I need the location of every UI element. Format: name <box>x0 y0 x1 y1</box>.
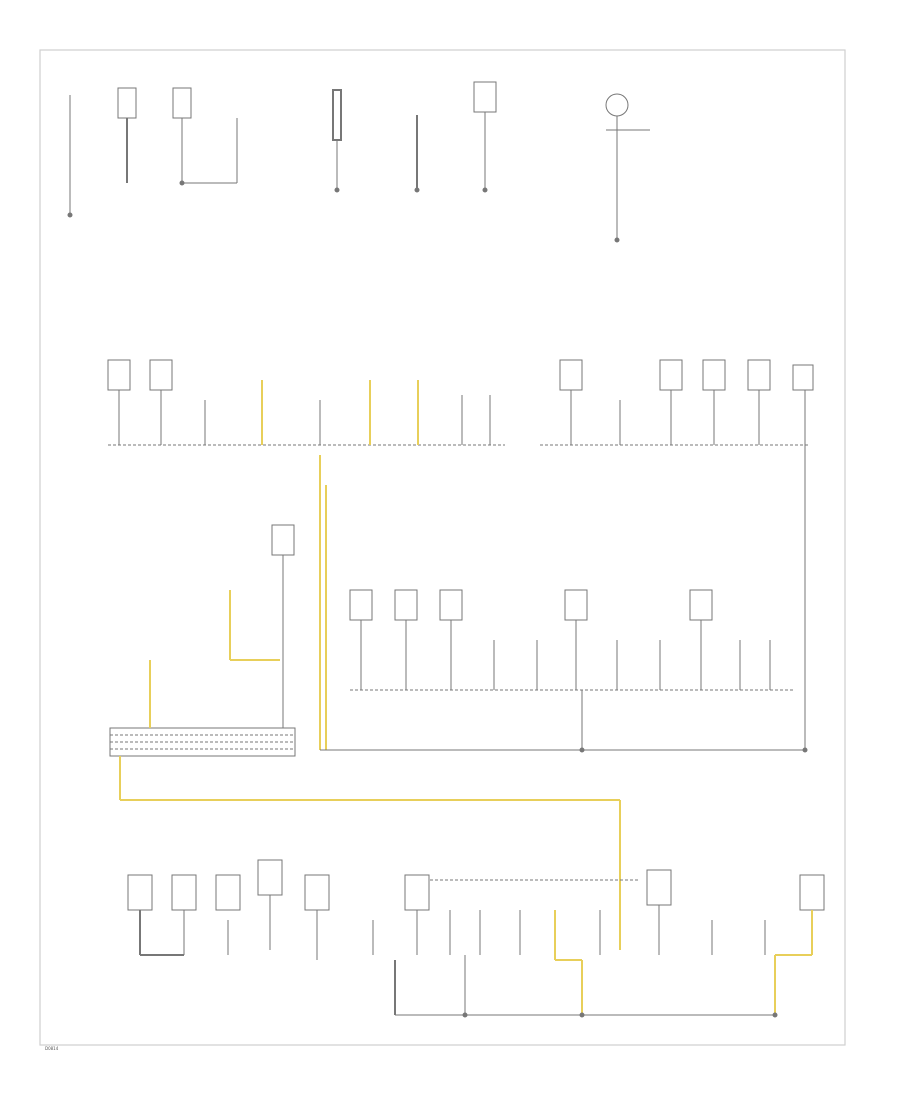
left-connector-block <box>109 660 621 950</box>
upper-middle-row <box>107 359 814 750</box>
top-section <box>67 81 650 243</box>
diagram-id: D0814 <box>45 1046 59 1051</box>
middle-section <box>229 455 808 753</box>
diagram-border <box>39 49 846 1046</box>
bottom-section <box>127 859 825 1018</box>
